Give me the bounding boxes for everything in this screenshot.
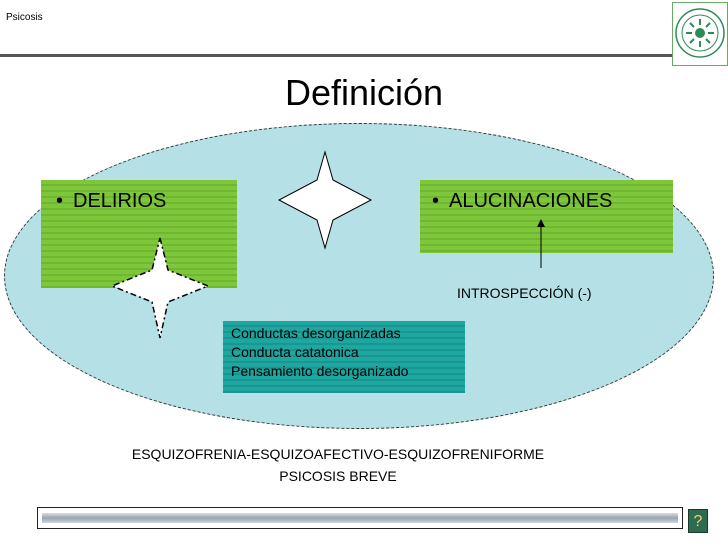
center-line-3: Pensamiento desorganizado xyxy=(231,363,409,379)
alucinaciones-text: • ALUCINACIONES xyxy=(432,190,612,213)
delirios-label: DELIRIOS xyxy=(73,190,167,212)
header-label: Psicosis xyxy=(6,12,43,23)
delirios-box xyxy=(41,180,237,288)
header-rule xyxy=(0,54,672,57)
bullet: • xyxy=(56,190,64,212)
bottom-line-1: ESQUIZOFRENIA-ESQUIZOAFECTIVO-ESQUIZOFRE… xyxy=(131,446,545,462)
introspection-label: INTROSPECCIÓN (-) xyxy=(457,285,592,301)
alucinaciones-label: ALUCINACIONES xyxy=(449,190,613,212)
arrow-up-icon xyxy=(537,219,545,268)
four-point-star-icon xyxy=(110,237,210,339)
page-title: Definición xyxy=(284,72,444,113)
bottom-line-2: PSICOSIS BREVE xyxy=(279,468,397,484)
four-point-star-icon xyxy=(277,150,373,250)
university-seal-icon xyxy=(675,8,725,58)
footer-bar-fill xyxy=(42,513,678,523)
help-button[interactable]: ? xyxy=(688,509,708,533)
delirios-text: • DELIRIOS xyxy=(56,190,166,213)
center-box xyxy=(223,321,465,393)
bullet: • xyxy=(432,190,440,212)
center-line-1: Conductas desorganizadas xyxy=(231,325,401,341)
footer-bar xyxy=(37,507,683,529)
center-line-2: Conducta catatonica xyxy=(231,344,359,360)
alucinaciones-box xyxy=(420,180,673,253)
logo xyxy=(672,2,728,66)
